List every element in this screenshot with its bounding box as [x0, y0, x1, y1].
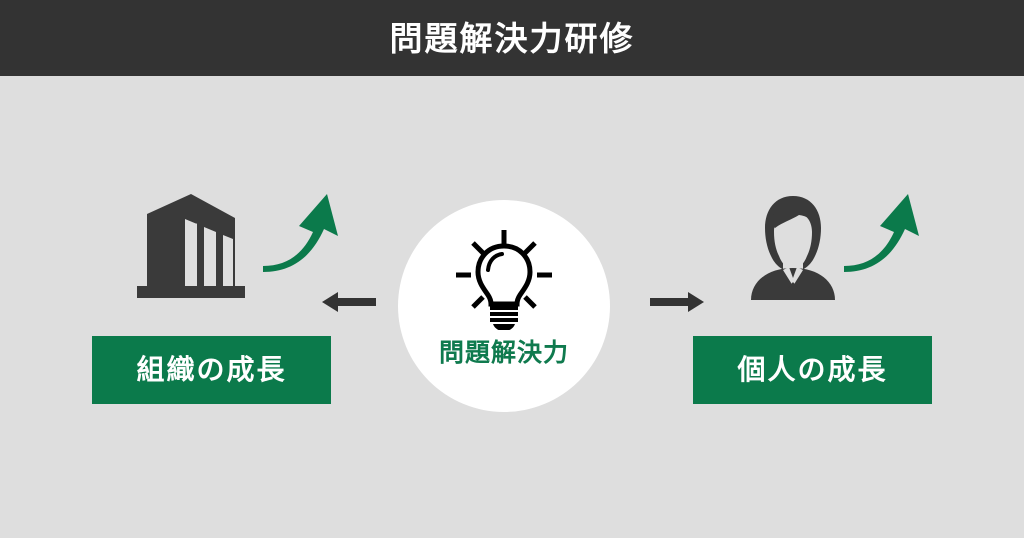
organization-visual: [61, 188, 361, 316]
diagram-node-organization[interactable]: 組織の成長: [61, 188, 361, 404]
businessperson-avatar-icon: [745, 192, 841, 309]
individual-label-text: 個人の成長: [737, 354, 888, 385]
office-building-icon: [129, 192, 251, 309]
diagram-canvas: 組織の成長: [0, 76, 1024, 538]
organization-label-box: 組織の成長: [92, 336, 331, 404]
arrow-right-icon: [636, 282, 716, 322]
green-curved-up-arrow-icon: [261, 188, 341, 283]
individual-visual: [662, 188, 962, 316]
green-curved-up-arrow-icon: [842, 188, 922, 283]
header-bar: 問題解決力研修: [0, 0, 1024, 76]
organization-label-text: 組織の成長: [136, 354, 287, 385]
arrow-left-icon: [310, 282, 390, 322]
diagram-center-node[interactable]: 問題解決力: [398, 200, 610, 412]
lightbulb-icon: [452, 226, 556, 335]
page-title: 問題解決力研修: [389, 19, 635, 57]
center-node-label: 問題解決力: [438, 339, 569, 367]
individual-label-box: 個人の成長: [693, 336, 932, 404]
diagram-node-individual[interactable]: 個人の成長: [662, 188, 962, 404]
